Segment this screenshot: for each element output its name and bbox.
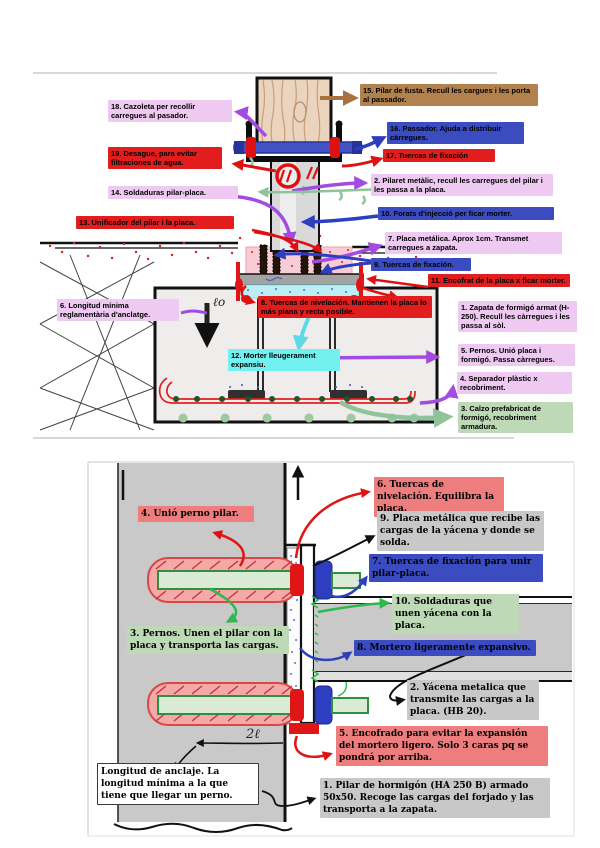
top-figure-frame <box>33 72 514 439</box>
callout-soldaduras-pilar-placa: 14. Soldaduras pilar-placa. <box>108 186 238 199</box>
callout-zapata: 1. Zapata de formigó armat (H-250). Recu… <box>458 301 577 332</box>
ground-hatch <box>39 254 155 431</box>
callout-unio-perno: 4. Unió perno pilar. <box>138 506 254 523</box>
formwork-block <box>289 723 319 734</box>
callout-tuercas-fixacion-17: 17. Tuercas de fixación <box>383 149 495 162</box>
callout-tuercas-nivelacion-b: 6. Tuercas de nivelación. Equilibra la p… <box>374 477 504 518</box>
callout-separador: 4. Separador plàstic x recobriment. <box>457 372 572 394</box>
callout-tuercas-fixacion-9: 9. Tuercas de fixación. <box>371 258 471 271</box>
callout-tuercas-fixacion-b: 7. Tuercas de fixación para unir pilar-p… <box>369 554 543 583</box>
weld-marks <box>310 595 348 697</box>
callout-encofrat: 11. Encofrat de la placa x ficar morter. <box>428 274 570 287</box>
rod-speckles <box>229 384 364 388</box>
anchor-bolt-upper <box>147 557 361 603</box>
callout-pilar-fusta: 15. Pilar de fusta. Recull les cargues i… <box>360 84 538 106</box>
callout-pilar-hormigon: 1. Pilar de hormigón (HA 250 B) armado 5… <box>320 778 550 819</box>
callout-unificador: 13. Unificador del pilar i la placa. <box>76 216 234 229</box>
callout-pernos-top: 5. Pernos. Unió placa i formigó. Passa c… <box>458 344 575 366</box>
anchor-bolt-lower <box>147 682 369 726</box>
wooden-pillar <box>255 76 333 151</box>
callout-pilaret-metalic: 2. Pilaret metàlic, recull les carregues… <box>371 174 553 196</box>
callout-calzo: 3. Calzo prefabricat de formigó, recobri… <box>458 402 573 433</box>
callout-cazoleta: 18. Cazoleta per recollir carregues al p… <box>108 100 232 122</box>
callout-yacena: 2. Yácena metalica que transmite las car… <box>407 680 539 721</box>
callout-longitud-minima: 6. Longitud mínima reglamentària d'ancla… <box>57 299 179 321</box>
callout-mortero-expansivo: 8. Mortero ligeramente expansivo. <box>354 640 536 657</box>
dimension-text: 2ℓ <box>245 727 260 742</box>
anchor-length-symbol: ℓo <box>213 295 225 309</box>
top-arrows <box>180 90 459 428</box>
callout-soldaduras-yacena: 10. Soldaduras que unen yácena con la pl… <box>392 594 519 635</box>
callout-desague: 19. Desague, para evitar filtraciones de… <box>108 147 222 169</box>
callout-forats-injeccio: 10. Forats d'injecció per ficar morter. <box>378 207 554 220</box>
bottom-figure-frame <box>87 461 575 837</box>
callout-passador: 16. Passador. Ajuda a distribuir càrregu… <box>387 122 524 144</box>
callout-placa-metalica: 7. Placa metálica. Aprox 1cm. Transmet c… <box>385 232 562 254</box>
callout-longitud-anclaje: Longitud de anclaje. La longitud mínima … <box>97 763 259 806</box>
base-plate <box>236 273 364 286</box>
callout-placa-recibe: 9. Placa metálica que recibe las cargas … <box>377 511 544 552</box>
callout-encofrado: 5. Encofrado para evitar la expansión de… <box>336 726 548 767</box>
callout-pernos-bottom: 3. Pernos. Unen el pilar con la placa y … <box>127 626 289 655</box>
drain-mark <box>275 163 320 189</box>
callout-morter-expansiu: 12. Morter lleugerament expansiu. <box>228 349 340 371</box>
callout-tuercas-nivelacion: 8. Tuercas de nivelación. Mantienen la p… <box>258 296 432 318</box>
